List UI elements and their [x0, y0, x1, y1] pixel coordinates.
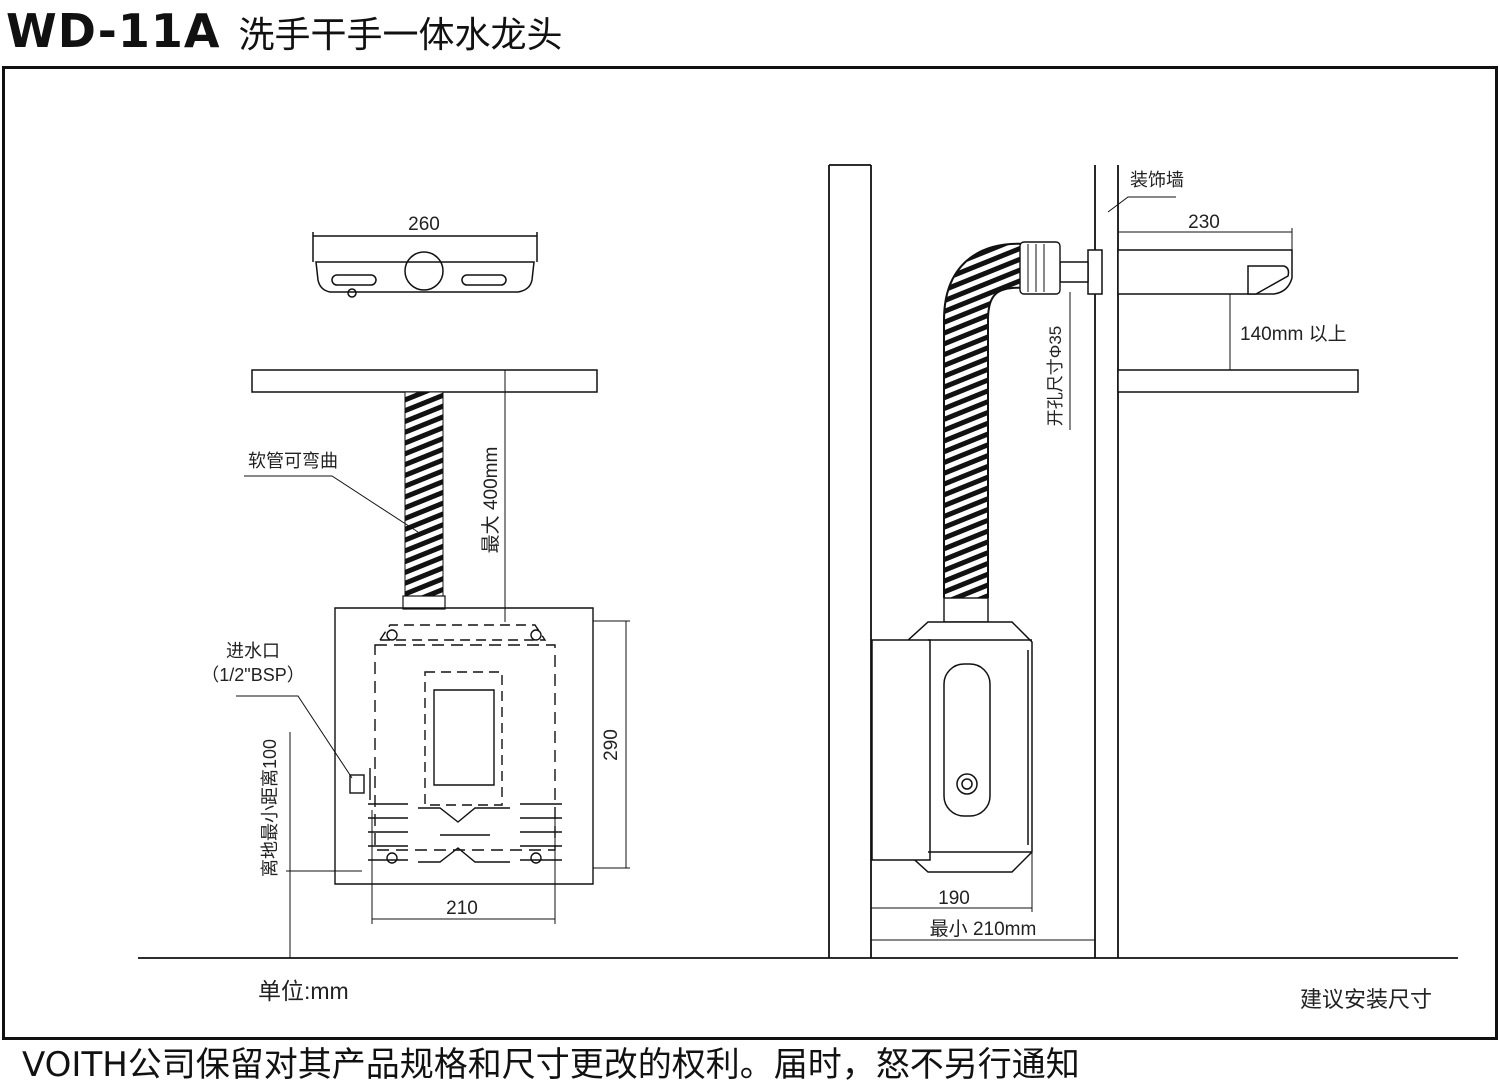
wall-label: 装饰墙 [1130, 170, 1184, 190]
top-width-label: 260 [408, 214, 440, 235]
inlet-leader [236, 695, 353, 779]
unit-height-label: 290 [601, 729, 622, 761]
spout-top-view [312, 232, 538, 298]
dryer-unit-front [334, 607, 594, 885]
unit-width-label: 210 [446, 898, 478, 919]
hose-leader [244, 475, 419, 533]
floor-clearance-dimension [286, 732, 362, 958]
countertop-front [251, 369, 598, 393]
countertop-side [1117, 369, 1359, 393]
title-row: WD-11A 洗手干手一体水龙头 [6, 0, 563, 62]
units-label: 单位:mm [258, 978, 349, 1004]
hose-label: 软管可弯曲 [248, 451, 338, 471]
spout-side-view [1059, 249, 1293, 295]
unit-depth-label: 190 [938, 888, 970, 909]
drawing-frame [2, 66, 1498, 1040]
hose-connector-side [943, 597, 989, 623]
model-number: WD-11A [6, 4, 221, 58]
back-wall [828, 164, 872, 958]
hose-front [404, 391, 444, 597]
wall-leader [1107, 196, 1176, 213]
hose-connector-front [402, 595, 446, 610]
hose-nut-side [1019, 241, 1061, 295]
footer-notice: VOITH公司保留对其产品规格和尺寸更改的权利。届时，怒不另行通知 [22, 1045, 1080, 1085]
max-length-label: 最大 400mm [480, 447, 502, 554]
hole-label: 开孔尺寸Φ35 [1046, 326, 1065, 426]
unit-depth-dimension [871, 852, 1095, 941]
decorative-wall [1094, 165, 1119, 958]
unit-height-dimension [593, 620, 630, 869]
min-distance-label: 最小 210mm [930, 918, 1037, 940]
product-name: 洗手干手一体水龙头 [238, 15, 563, 56]
inlet-label-line2: （1/2"BSP） [201, 665, 304, 685]
min-floor-label: 离地最小距离100 [260, 739, 280, 877]
clearance-label: 140mm 以上 [1240, 323, 1347, 345]
side-view-caption: 建议安装尺寸 [1300, 987, 1432, 1012]
inlet-label-line1: 进水口 [226, 641, 280, 661]
spout-length-label: 230 [1188, 212, 1220, 233]
unit-width-dimension [371, 810, 556, 924]
spout-length-dimension [1118, 228, 1293, 250]
dryer-unit-side [871, 621, 1033, 873]
